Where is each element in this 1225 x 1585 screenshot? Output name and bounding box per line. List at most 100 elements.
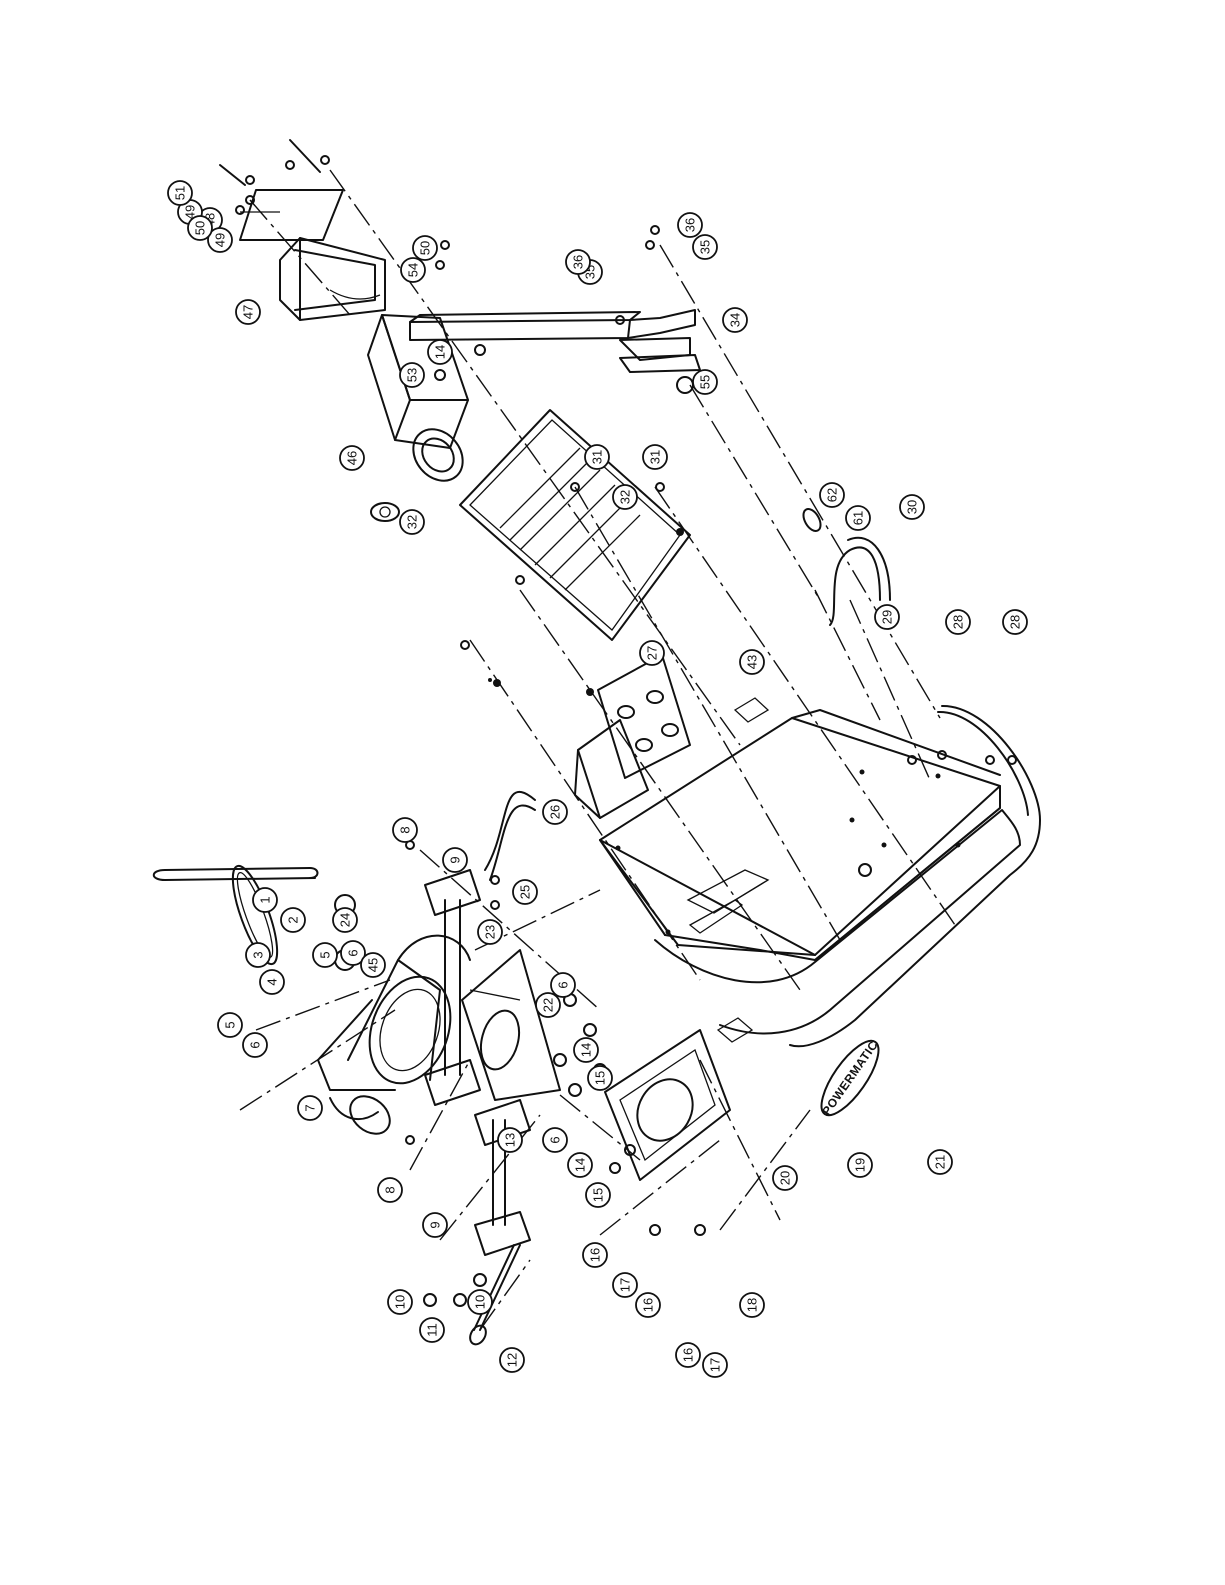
svg-text:14: 14	[579, 1043, 594, 1057]
callout-25: 25	[513, 880, 537, 904]
callout-3: 3	[246, 943, 270, 967]
svg-text:10: 10	[473, 1295, 488, 1309]
callout-8: 8	[393, 818, 417, 842]
svg-text:17: 17	[708, 1358, 723, 1372]
callout-13: 13	[498, 1128, 522, 1152]
svg-text:23: 23	[483, 925, 498, 939]
callout-14: 14	[568, 1153, 592, 1177]
svg-text:61: 61	[851, 511, 866, 525]
callout-9: 9	[443, 848, 467, 872]
svg-text:29: 29	[880, 610, 895, 624]
svg-text:14: 14	[573, 1158, 588, 1172]
callout-35: 35	[693, 235, 717, 259]
callout-32: 32	[613, 485, 637, 509]
callout-24: 24	[333, 908, 357, 932]
svg-text:11: 11	[425, 1323, 440, 1337]
callout-6: 6	[243, 1033, 267, 1057]
callout-23: 23	[478, 920, 502, 944]
svg-text:36: 36	[683, 218, 698, 232]
callout-5: 5	[313, 943, 337, 967]
cabinet-base	[600, 698, 1040, 1046]
callout-14: 14	[574, 1038, 598, 1062]
slide-rods	[425, 870, 530, 1255]
callout-21: 21	[928, 1150, 952, 1174]
svg-text:22: 22	[541, 998, 556, 1012]
svg-text:16: 16	[588, 1248, 603, 1262]
callout-32: 32	[400, 510, 424, 534]
svg-text:26: 26	[548, 805, 563, 819]
svg-text:8: 8	[398, 826, 413, 833]
svg-text:16: 16	[641, 1298, 656, 1312]
svg-text:32: 32	[405, 515, 420, 529]
callout-26: 26	[543, 800, 567, 824]
svg-text:21: 21	[933, 1155, 948, 1169]
callout-18: 18	[740, 1293, 764, 1317]
svg-text:50: 50	[418, 241, 433, 255]
callout-8: 8	[378, 1178, 402, 1202]
support-column	[410, 310, 700, 372]
callout-34: 34	[723, 308, 747, 332]
svg-text:31: 31	[590, 450, 605, 464]
svg-text:54: 54	[406, 263, 421, 277]
svg-text:17: 17	[618, 1278, 633, 1292]
svg-text:43: 43	[745, 655, 760, 669]
svg-text:49: 49	[213, 233, 228, 247]
svg-text:19: 19	[853, 1158, 868, 1172]
powermatic-logo: POWERMATIC	[812, 1033, 889, 1123]
svg-text:6: 6	[248, 1041, 263, 1048]
callout-53: 53	[400, 363, 424, 387]
callout-19: 19	[848, 1153, 872, 1177]
svg-text:8: 8	[383, 1186, 398, 1193]
callout-7: 7	[298, 1096, 322, 1120]
svg-text:51: 51	[173, 186, 188, 200]
svg-text:27: 27	[645, 646, 660, 660]
motor	[318, 936, 470, 1142]
callout-15: 15	[588, 1066, 612, 1090]
callout-30: 30	[900, 495, 924, 519]
svg-text:6: 6	[548, 1136, 563, 1143]
callout-36: 36	[678, 213, 702, 237]
svg-text:36: 36	[571, 255, 586, 269]
svg-text:45: 45	[366, 958, 381, 972]
mounting-bracket	[240, 190, 385, 320]
callout-16: 16	[636, 1293, 660, 1317]
callout-28: 28	[946, 610, 970, 634]
callout-61: 61	[846, 506, 870, 530]
svg-text:6: 6	[556, 981, 571, 988]
callout-50: 50	[413, 236, 437, 260]
callout-45: 45	[361, 953, 385, 977]
callout-17: 17	[613, 1273, 637, 1297]
svg-text:9: 9	[428, 1221, 443, 1228]
callout-5: 5	[218, 1013, 242, 1037]
part-callouts: 1 2 3 4 5 5 6 6 6 6 7 8 8 9 9 10 10 11 1…	[168, 181, 1027, 1377]
callout-4: 4	[260, 970, 284, 994]
svg-text:53: 53	[405, 368, 420, 382]
svg-text:62: 62	[825, 488, 840, 502]
callout-10: 10	[388, 1290, 412, 1314]
svg-text:34: 34	[728, 313, 743, 327]
callout-12: 12	[500, 1348, 524, 1372]
callout-29: 29	[875, 605, 899, 629]
callout-15: 15	[586, 1183, 610, 1207]
callout-2: 2	[281, 908, 305, 932]
assembly-center-lines	[240, 170, 955, 1330]
callout-1: 1	[253, 888, 277, 912]
callout-54: 54	[401, 258, 425, 282]
callout-28: 28	[1003, 610, 1027, 634]
svg-text:16: 16	[681, 1348, 696, 1362]
svg-text:4: 4	[265, 978, 280, 985]
svg-text:46: 46	[345, 451, 360, 465]
svg-text:15: 15	[591, 1188, 606, 1202]
callout-46: 46	[340, 446, 364, 470]
callout-11: 11	[420, 1318, 444, 1342]
svg-text:20: 20	[778, 1171, 793, 1185]
svg-text:5: 5	[223, 1021, 238, 1028]
callout-51: 51	[168, 181, 192, 205]
dust-port	[605, 1030, 730, 1180]
svg-text:47: 47	[241, 305, 256, 319]
callout-31: 31	[643, 445, 667, 469]
svg-text:14: 14	[433, 345, 448, 359]
brand-logo-text: POWERMATIC	[819, 1038, 881, 1118]
callout-55: 55	[693, 370, 717, 394]
